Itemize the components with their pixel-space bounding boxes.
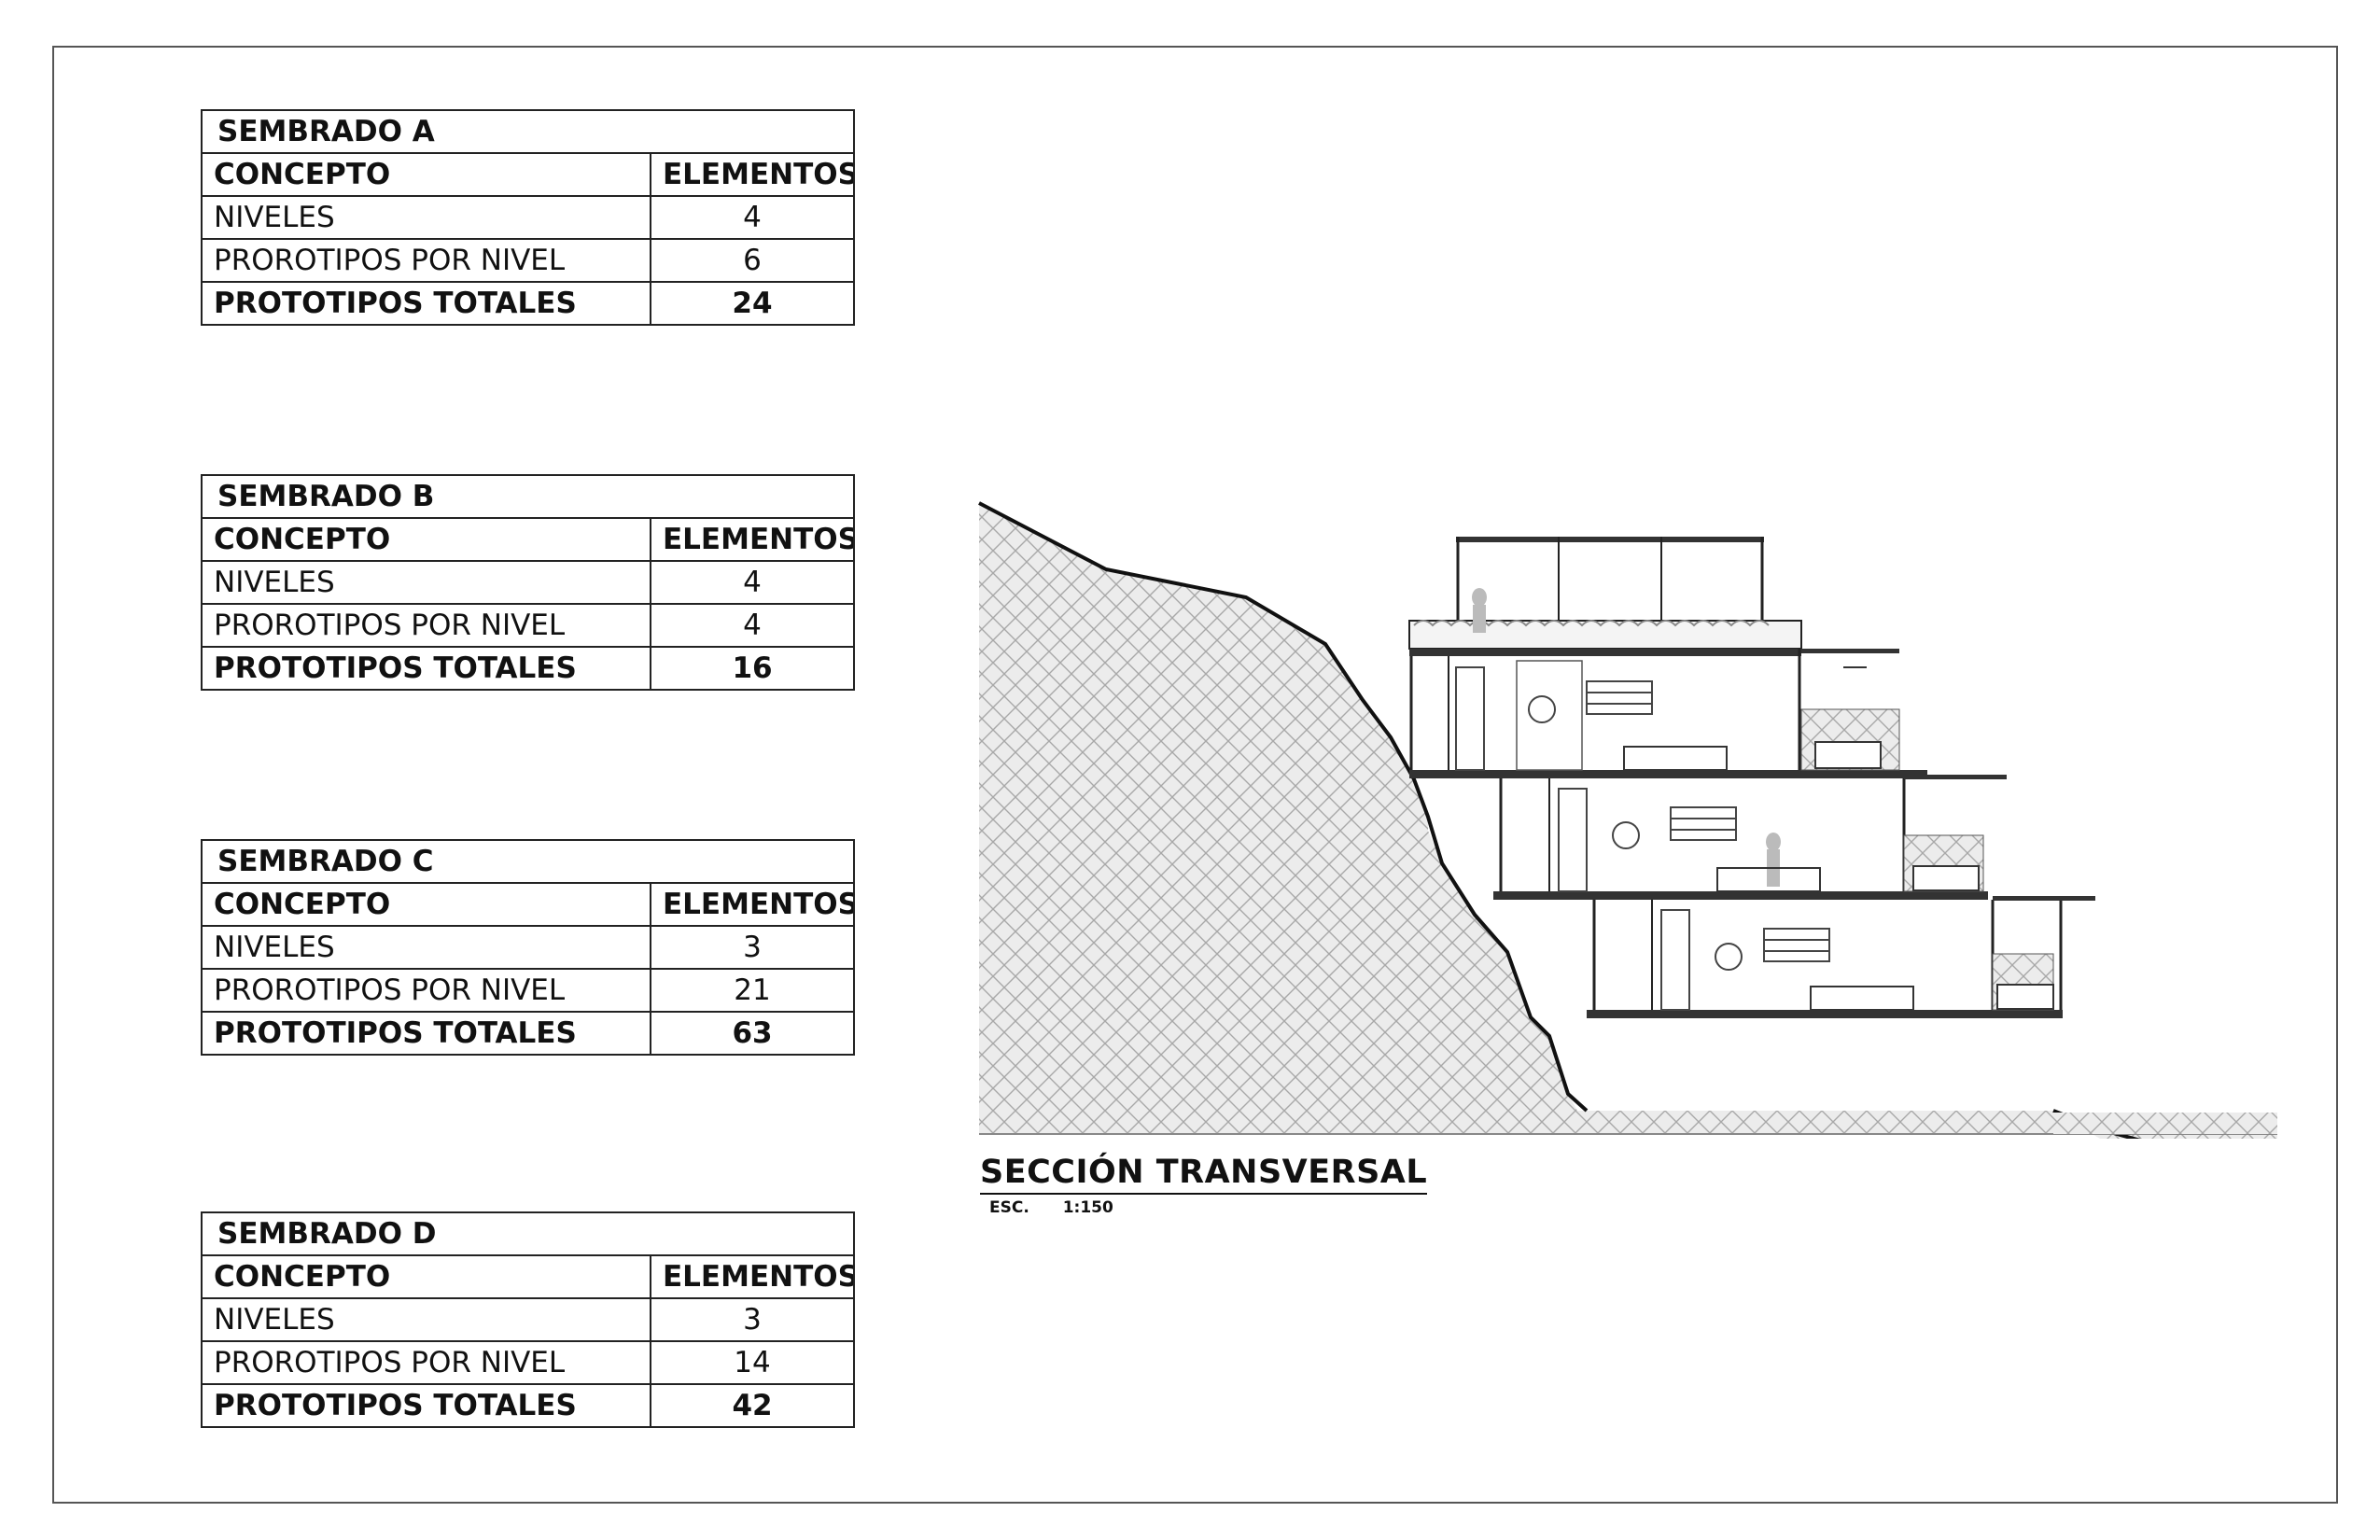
cross-section-drawing bbox=[978, 501, 2277, 1139]
row-elementos: 6 bbox=[650, 238, 855, 283]
level-3 bbox=[1587, 896, 2095, 1018]
table-row: NIVELES 4 bbox=[201, 195, 855, 240]
table-row: NIVELES 4 bbox=[201, 560, 856, 605]
total-row: PROTOTIPOS TOTALES 42 bbox=[201, 1383, 856, 1428]
total-concepto: PROTOTIPOS TOTALES bbox=[201, 1011, 651, 1056]
total-concepto: PROTOTIPOS TOTALES bbox=[201, 1383, 651, 1428]
table-row: PROROTIPOS POR NIVEL 6 bbox=[201, 238, 855, 283]
row-elementos: 21 bbox=[649, 968, 856, 1013]
table-row: NIVELES 3 bbox=[201, 925, 856, 970]
total-elementos: 42 bbox=[649, 1383, 856, 1428]
total-concepto: PROTOTIPOS TOTALES bbox=[201, 281, 651, 326]
row-elementos: 4 bbox=[649, 560, 856, 605]
table-title: SEMBRADO B bbox=[200, 474, 856, 519]
rooftop-pergola bbox=[1408, 537, 1802, 650]
header-concepto: CONCEPTO bbox=[201, 1254, 651, 1299]
total-concepto: PROTOTIPOS TOTALES bbox=[201, 646, 651, 691]
header-concepto: CONCEPTO bbox=[201, 152, 651, 197]
row-concepto: PROROTIPOS POR NIVEL bbox=[201, 968, 651, 1013]
table-title: SEMBRADO D bbox=[200, 1211, 856, 1256]
table-row: PROROTIPOS POR NIVEL 4 bbox=[201, 603, 856, 648]
header-elementos: ELEMENTOS bbox=[649, 517, 856, 562]
row-concepto: PROROTIPOS POR NIVEL bbox=[201, 1340, 651, 1385]
header-elementos: ELEMENTOS bbox=[649, 882, 856, 927]
level-1 bbox=[1409, 649, 1927, 778]
row-concepto: PROROTIPOS POR NIVEL bbox=[201, 238, 651, 283]
row-elementos: 4 bbox=[650, 195, 855, 240]
header-elementos: ELEMENTOS bbox=[649, 1254, 856, 1299]
row-elementos: 4 bbox=[649, 603, 856, 648]
terrain bbox=[979, 503, 2277, 1139]
header-concepto: CONCEPTO bbox=[201, 517, 651, 562]
header-concepto: CONCEPTO bbox=[201, 882, 651, 927]
row-concepto: PROROTIPOS POR NIVEL bbox=[201, 603, 651, 648]
table-row: PROROTIPOS POR NIVEL 21 bbox=[201, 968, 856, 1013]
row-concepto: NIVELES bbox=[201, 1297, 651, 1342]
sheet-frame bbox=[52, 46, 2338, 1504]
terrain-profile bbox=[978, 501, 1589, 1113]
sembrado-c-table: SEMBRADO C CONCEPTO ELEMENTOS NIVELES 3 … bbox=[200, 839, 856, 1056]
row-concepto: NIVELES bbox=[201, 560, 651, 605]
scale-value: 1:150 bbox=[1062, 1198, 1113, 1217]
row-elementos: 14 bbox=[649, 1340, 856, 1385]
terrain-lower-fill bbox=[2053, 1113, 2277, 1134]
sembrado-b-table: SEMBRADO B CONCEPTO ELEMENTOS NIVELES 4 … bbox=[200, 474, 856, 691]
row-concepto: NIVELES bbox=[201, 925, 651, 970]
header-elementos: ELEMENTOS bbox=[650, 152, 855, 197]
total-row: PROTOTIPOS TOTALES 16 bbox=[201, 646, 856, 691]
table-title: SEMBRADO A bbox=[201, 109, 855, 154]
sembrado-a-table: SEMBRADO A CONCEPTO ELEMENTOS NIVELES 4 … bbox=[201, 109, 855, 326]
table-title: SEMBRADO C bbox=[200, 839, 856, 884]
level-2 bbox=[1493, 775, 2007, 900]
total-row: PROTOTIPOS TOTALES 63 bbox=[201, 1011, 856, 1056]
scale-label: ESC. bbox=[989, 1198, 1029, 1217]
row-concepto: NIVELES bbox=[201, 195, 651, 240]
table-row: PROROTIPOS POR NIVEL 14 bbox=[201, 1340, 856, 1385]
total-elementos: 24 bbox=[650, 281, 855, 326]
section-title: SECCIÓN TRANSVERSAL bbox=[980, 1154, 1428, 1195]
section-scale: ESC. 1:150 bbox=[989, 1198, 1113, 1217]
total-elementos: 16 bbox=[649, 646, 856, 691]
row-elementos: 3 bbox=[649, 925, 856, 970]
table-row: NIVELES 3 bbox=[201, 1297, 856, 1342]
sembrado-d-table: SEMBRADO D CONCEPTO ELEMENTOS NIVELES 3 … bbox=[200, 1211, 856, 1428]
total-elementos: 63 bbox=[649, 1011, 856, 1056]
total-row: PROTOTIPOS TOTALES 24 bbox=[201, 281, 855, 326]
row-elementos: 3 bbox=[649, 1297, 856, 1342]
